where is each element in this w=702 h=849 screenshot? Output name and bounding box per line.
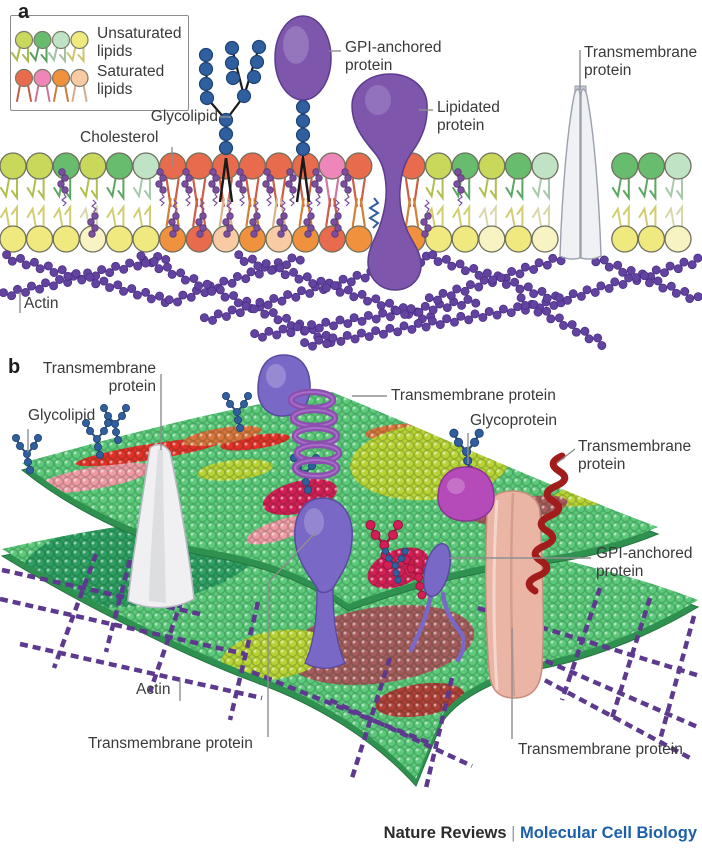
transmembrane-protein-b-column	[484, 490, 545, 699]
panel-a-tag: a	[18, 1, 30, 23]
panel-b	[0, 354, 701, 789]
lipidated-protein	[351, 73, 428, 291]
glycolipid-label-b: Glycolipid	[28, 407, 96, 424]
glycolipid-label-a: Glycolipid	[150, 108, 218, 125]
lipid-anchored-protein-balloon	[257, 354, 311, 417]
actin-network-a	[0, 250, 702, 351]
panel-a	[0, 15, 702, 351]
actin-label-a: Actin	[24, 295, 59, 312]
journal-credit: Nature Reviews | Molecular Cell Biology	[384, 824, 697, 843]
transmembrane-protein-b-balloon-mid	[294, 497, 353, 669]
transmembrane-protein-label-b-botright: Transmembrane protein	[518, 741, 683, 758]
panel-b-tag: b	[8, 356, 21, 378]
gpi-protein-label-b: GPI-anchored protein	[596, 545, 693, 580]
transmembrane-protein-b-spiral	[287, 388, 343, 480]
transmembrane-protein-label-b-topleft: Transmembrane protein	[42, 360, 156, 395]
legend-unsaturated-label: Unsaturated lipids	[97, 25, 182, 60]
transmembrane-protein-label-a: Transmembrane protein	[584, 44, 698, 79]
actin-label-b: Actin	[136, 681, 171, 698]
transmembrane-protein-label-b-right: Transmembrane protein	[578, 438, 692, 473]
legend-box	[10, 15, 189, 111]
transmembrane-protein-label-b-topmid: Transmembrane protein	[391, 387, 556, 404]
legend-lipid-glyphs	[11, 30, 89, 102]
lipidated-protein-label: Lipidated protein	[437, 99, 500, 134]
transmembrane-protein-a	[559, 85, 602, 260]
glycoprotein-label: Glycoprotein	[470, 412, 558, 429]
transmembrane-protein-label-b-botleft: Transmembrane protein	[88, 735, 253, 752]
transmembrane-protein-b-cone	[127, 443, 195, 609]
cholesterol-label: Cholesterol	[80, 129, 159, 146]
cholesterol-molecules	[57, 168, 465, 238]
glycoprotein	[437, 428, 495, 522]
journal-title: Molecular Cell Biology	[520, 824, 697, 842]
leader-lines	[19, 50, 591, 739]
gpi-protein-label-a: GPI-anchored protein	[345, 39, 442, 74]
crimson-glycan-trees	[365, 520, 436, 600]
glycolipids-b	[11, 392, 320, 494]
gpi-anchored-protein-b	[408, 542, 466, 663]
lipid-bilayer	[0, 152, 692, 253]
journal-name: Nature Reviews	[383, 824, 507, 842]
legend-saturated-label: Saturated lipids	[97, 63, 165, 98]
actin-network-b	[0, 553, 701, 789]
transmembrane-protein-b-helix	[525, 452, 569, 595]
glycolipid-a	[198, 39, 267, 203]
journal-separator: |	[511, 824, 516, 842]
gpi-anchored-protein-a	[274, 15, 332, 203]
